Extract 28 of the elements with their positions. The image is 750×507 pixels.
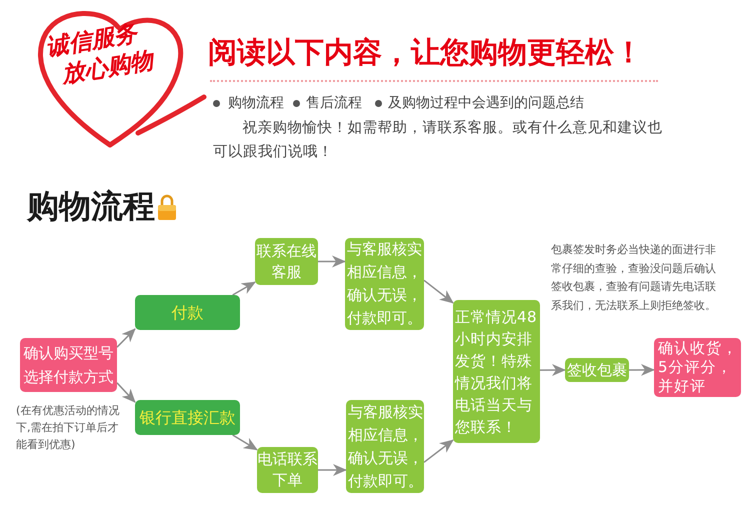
intro-paragraph: 祝亲购物愉快！如需帮助，请联系客服。或有什么意见和建议也可以跟我们说哦！ xyxy=(213,118,664,162)
arrow xyxy=(318,464,347,476)
step-box: 确认购买型号选择付款方式 xyxy=(20,338,117,392)
step-box: 与客服核实相应信息，确认无误，付款即可。 xyxy=(346,400,424,493)
arrow xyxy=(629,364,655,376)
page-title: 阅读以下内容，让您购物更轻松！ xyxy=(208,34,643,70)
arrow xyxy=(424,280,454,304)
list-item: 及购物过程中会遇到的问题总结 xyxy=(388,94,584,113)
arrow xyxy=(116,328,136,348)
section-heading: 购物流程 xyxy=(27,186,155,226)
step-box: 确认收货，5分评分，并好评 xyxy=(654,338,741,397)
arrow xyxy=(116,382,136,403)
note-text: (在有优惠活动的情况下,需在拍下订单后才能看到优惠) xyxy=(16,403,120,453)
step-box: 正常情况48小时内安排发货！特殊情况我们将电话当天与您联系！ xyxy=(453,300,540,443)
arrow xyxy=(424,440,454,463)
arrow xyxy=(318,255,346,268)
step-box: 付款 xyxy=(135,295,240,330)
arrow xyxy=(540,364,566,376)
step-box: 与客服核实相应信息，确认无误，付款即可。 xyxy=(345,238,424,330)
step-box: 银行直接汇款 xyxy=(135,400,240,435)
step-box: 电话联系下单 xyxy=(257,447,318,493)
list-item: 售后流程 xyxy=(306,94,362,113)
note-text: 包裹签发时务必当快递的面进行非常仔细的查验，查验没问题后确认签收包裹，查验有问题请先电话联系我们，无法联系上则拒绝签收。 xyxy=(551,242,717,314)
arrow xyxy=(232,282,256,296)
arrow xyxy=(232,434,258,450)
step-box: 联系在线客服 xyxy=(255,238,318,285)
step-box: 签收包裹 xyxy=(565,358,629,382)
list-item: 购物流程 xyxy=(228,94,284,113)
